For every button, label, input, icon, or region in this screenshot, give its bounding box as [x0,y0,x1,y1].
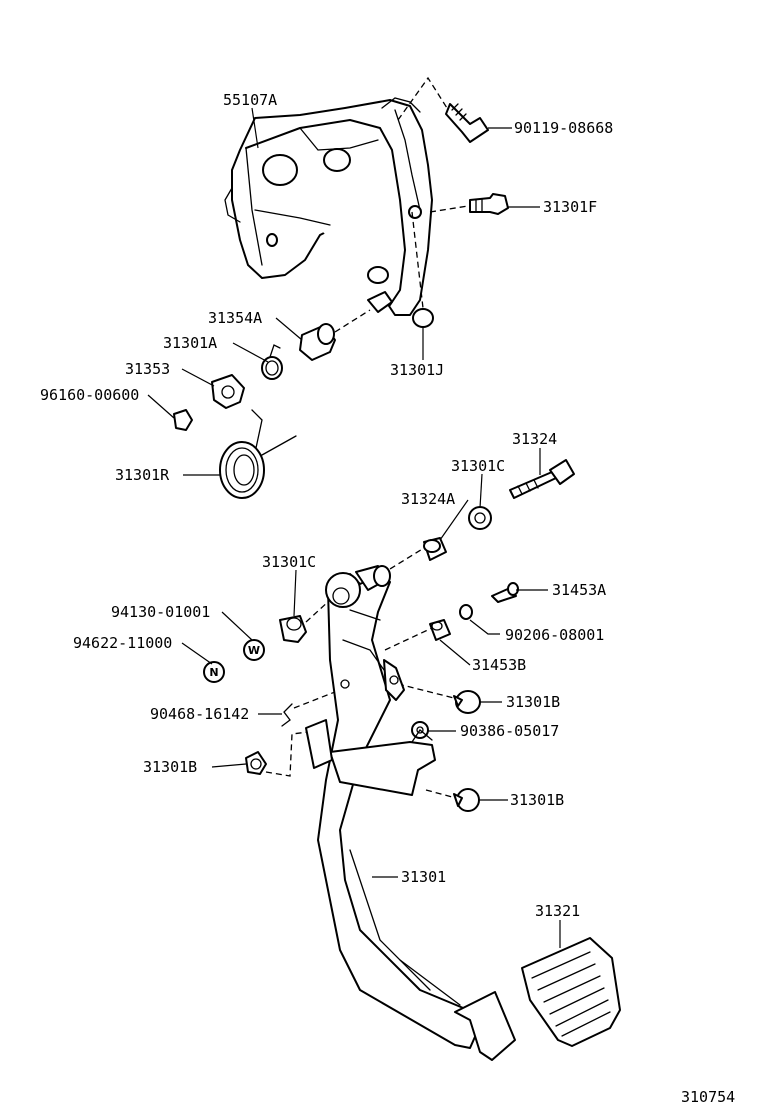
label-31453A: 31453A [552,581,606,599]
bolt-31301F [469,193,509,215]
label-31353: 31353 [125,360,170,378]
cushion-31301C [279,615,307,643]
label-55107A: 55107A [223,91,277,109]
label-31301J: 31301J [390,361,444,379]
label-31301C: 31301C [262,553,316,571]
label-94130-01001: 94130-01001 [111,603,210,621]
cushion-31301C-top [468,506,492,530]
label-90206-08001: 90206-08001 [505,626,604,644]
label-31301B-upper: 31301B [506,693,560,711]
label-31301C-top: 31301C [451,457,505,475]
part-labels: 55107A 90119-08668 31301F 31354A 31301J … [40,91,735,1106]
clip-31353 [211,374,245,409]
pedal-arm-31301 [305,565,516,1061]
collar-31324A [423,537,447,561]
label-31453B: 31453B [472,656,526,674]
cushion-31301B-left [245,751,267,775]
nut-n-mark: N [209,666,218,679]
label-31301R: 31301R [115,466,170,484]
label-90119-08668: 90119-08668 [514,119,613,137]
label-90468-16142: 90468-16142 [150,705,249,723]
bushing-31354A [299,323,336,361]
washer-94130-01001: W [243,639,265,661]
pedal-bracket [224,97,433,316]
label-31324A: 31324A [401,490,455,508]
label-31301A: 31301A [163,334,217,352]
nut-31301J [412,308,434,328]
bolt-31324 [509,459,575,499]
label-94622-11000: 94622-11000 [73,634,172,652]
washer-90206-08001 [459,604,473,620]
label-96160-00600: 96160-00600 [40,386,139,404]
cushion-31301B-lower [453,788,480,812]
return-spring-31301R [219,409,297,499]
bolt-31453A [491,582,519,603]
washer-w-mark: W [248,644,260,657]
cushion-31301B-upper [453,690,481,714]
stopper-31453B [429,619,451,641]
spring-31301A [261,344,283,380]
pedal-pad-31321 [521,937,621,1047]
nut-94622-11000: N [203,661,225,683]
label-31321: 31321 [535,902,580,920]
label-31324: 31324 [512,430,557,448]
bolt-90119-08668 [445,103,489,143]
label-31301B-lower: 31301B [510,791,564,809]
label-31301: 31301 [401,868,446,886]
diagram-id: 310754 [681,1088,735,1106]
label-90386-05017: 90386-05017 [460,722,559,740]
clip-nut-96160-00600 [173,409,193,431]
label-31301F: 31301F [543,198,597,216]
pin-clip-90468-16142 [281,703,293,727]
label-31354A: 31354A [208,309,262,327]
leader-lines [147,107,561,948]
label-31301B-left: 31301B [143,758,197,776]
